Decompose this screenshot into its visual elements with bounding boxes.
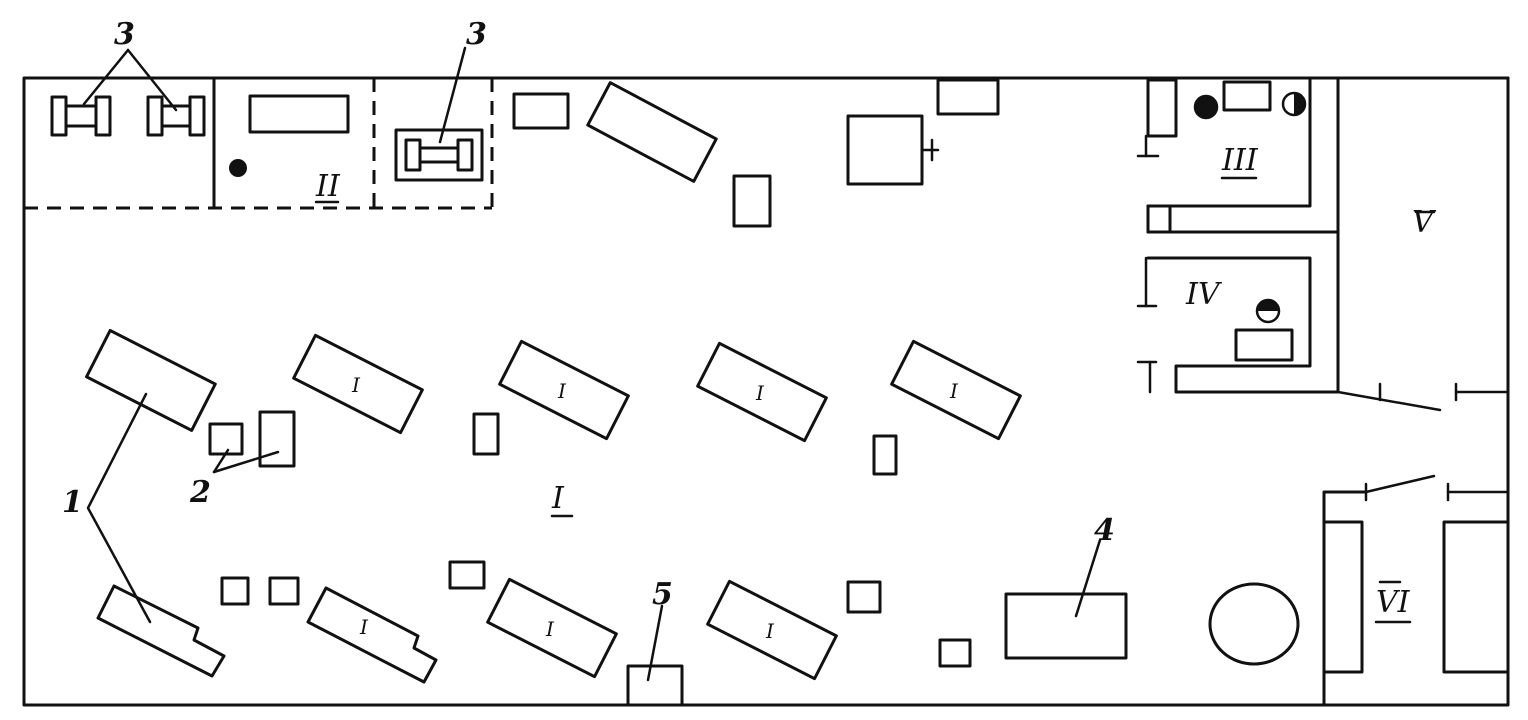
workbench-mark: I — [949, 379, 959, 403]
workbench-mark: I — [557, 379, 567, 403]
callout-3-left: 3 — [82, 17, 178, 112]
tractor-unit-left — [50, 95, 112, 137]
workbench-notched — [306, 586, 438, 684]
callout-1-label: 1 — [62, 485, 83, 520]
callout-3-left-label: 3 — [114, 17, 135, 52]
workbench — [890, 339, 1022, 441]
room-vi: VI — [1322, 490, 1510, 707]
callout-3-mid-label: 3 — [466, 17, 487, 52]
item-4-table: 4 — [1004, 513, 1128, 660]
top-equipment — [512, 78, 1000, 228]
workbench-mark: I — [765, 619, 775, 643]
workbench — [486, 577, 618, 679]
room-i-label: I — [551, 481, 565, 516]
workbench — [498, 339, 630, 441]
room-iii-label: III — [1221, 143, 1259, 178]
room-v: V — [1336, 76, 1437, 394]
callout-5-label: 5 — [652, 577, 673, 612]
callout-4-label: 4 — [1094, 513, 1115, 548]
workbench-mark: I — [545, 617, 555, 641]
engine-stand: 3 — [394, 17, 487, 182]
doors-right — [1336, 382, 1510, 502]
callout-2-label: 2 — [189, 475, 211, 510]
room-iv-label: IV — [1185, 277, 1223, 312]
stools-2: 2 — [189, 410, 296, 510]
room-vi-label: VI — [1376, 585, 1411, 620]
upper-left-partitions — [24, 76, 494, 210]
room-v-label: V — [1412, 205, 1437, 240]
workbench-mark: I — [351, 373, 361, 397]
tractor-unit-right — [146, 95, 206, 137]
room-iii: III — [1136, 76, 1312, 208]
workbench-mark: I — [755, 381, 765, 405]
workbench — [696, 341, 828, 443]
tables-1: 1 — [62, 329, 226, 678]
workbench — [292, 333, 424, 435]
round-tank — [1208, 582, 1300, 666]
outer-walls — [22, 76, 1510, 707]
item-5-box: 5 — [626, 577, 684, 707]
room-ii: II — [229, 94, 350, 204]
workbench — [706, 579, 838, 681]
room-iv: IV — [1136, 204, 1340, 394]
small-items — [220, 412, 972, 668]
room-ii-label: II — [315, 169, 341, 204]
workbenches: I I I I I I I — [292, 333, 1022, 684]
workbench-mark: I — [359, 615, 369, 639]
